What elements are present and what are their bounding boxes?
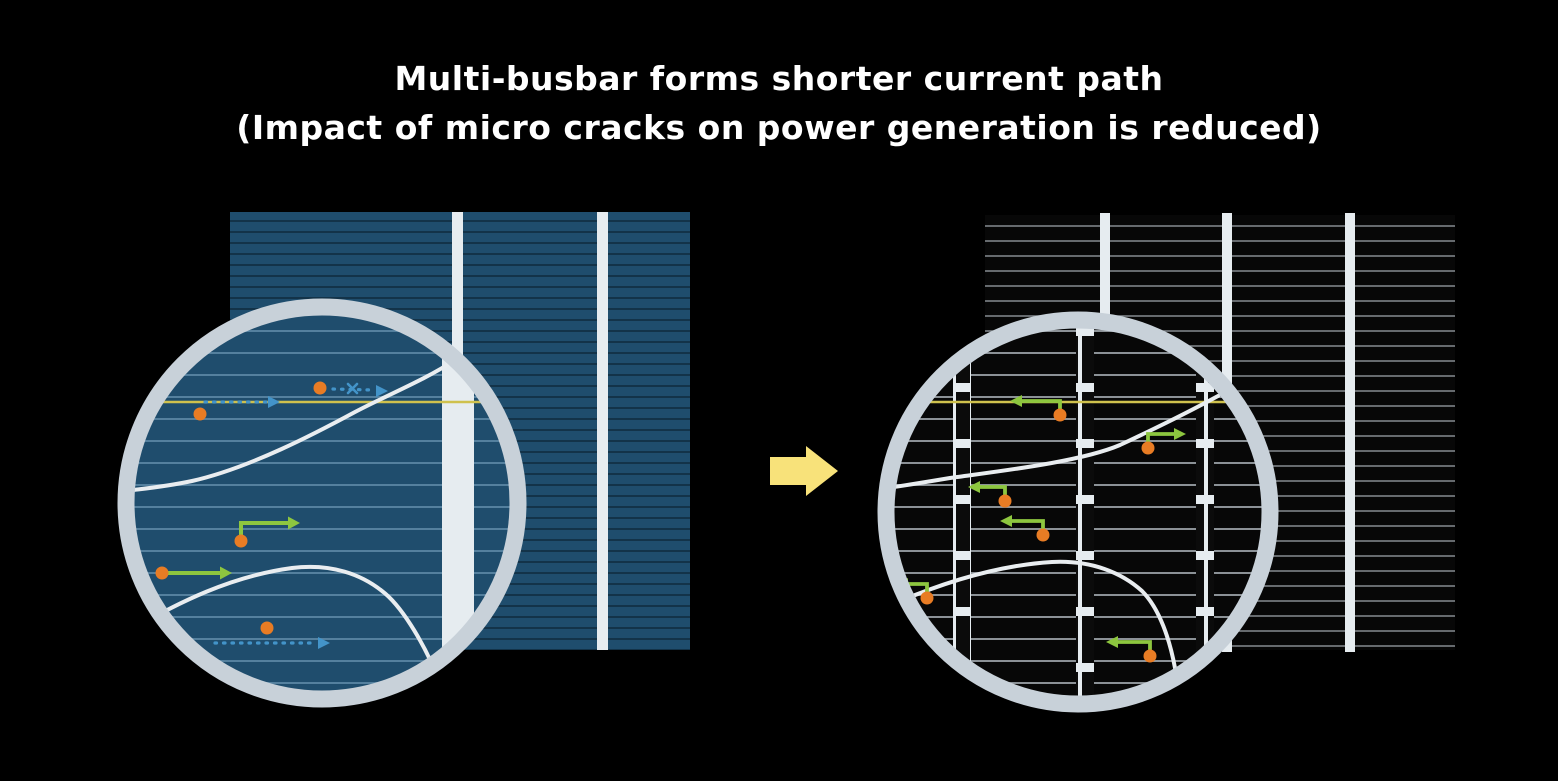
busbar [1345, 213, 1355, 652]
title-line-2: (Impact of micro cracks on power generat… [236, 108, 1322, 147]
transition-arrow-icon [770, 446, 838, 496]
current-path-short [1141, 428, 1186, 455]
current-path-long [213, 621, 330, 649]
current-path-short [155, 566, 232, 580]
conventional-magnifier [117, 298, 527, 708]
diagram-title: Multi-busbar forms shorter current path … [0, 54, 1558, 152]
current-path-short [1000, 515, 1050, 542]
current-path-short [234, 516, 300, 548]
title-line-1: Multi-busbar forms shorter current path [394, 59, 1164, 98]
micro-crack [134, 564, 434, 666]
magnifier-ring [877, 311, 1279, 713]
magnified-busbar-segmented [953, 328, 971, 696]
current-path-short [1106, 636, 1157, 663]
magnifier-ring [117, 298, 527, 708]
current-path-long [193, 396, 280, 421]
micro-crack [134, 358, 457, 493]
multi-busbar-magnifier [877, 311, 1279, 713]
micro-crack [894, 394, 1220, 491]
current-path-blocked [313, 381, 388, 397]
magnified-busbar-segmented [1196, 328, 1214, 696]
blocked-x-mark [346, 382, 359, 395]
current-path-short [968, 481, 1012, 508]
busbar [597, 212, 608, 650]
magnified-busbar-segmented [1076, 328, 1094, 696]
current-path-short [1010, 395, 1067, 422]
micro-crack [896, 559, 1177, 670]
